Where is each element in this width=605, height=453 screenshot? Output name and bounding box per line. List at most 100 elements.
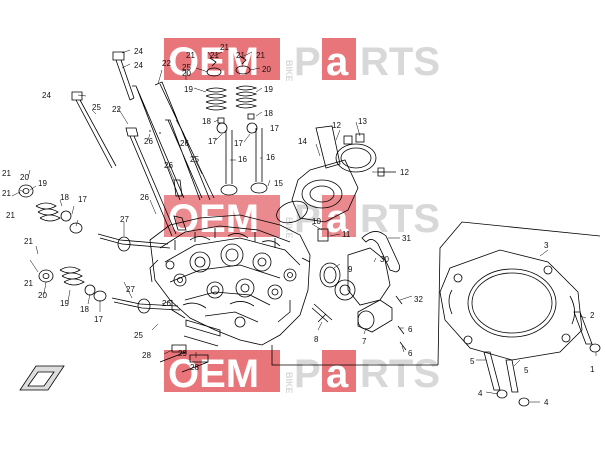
svg-text:OEM: OEM [168, 352, 259, 396]
callout-16: 16 [266, 153, 275, 162]
svg-text:BIKE: BIKE [284, 372, 294, 394]
watermark-bike-text: BIKE [284, 60, 294, 82]
callout-25: 25 [190, 155, 199, 164]
cylinder-gasket [439, 249, 583, 361]
nut-4b [518, 397, 530, 407]
callout-12: 12 [400, 168, 409, 177]
callout-23: 24 [134, 47, 143, 56]
callout-17: 17 [234, 139, 243, 148]
callout-12: 12 [332, 121, 341, 130]
callout-21: 21 [2, 169, 11, 178]
callout-48: 21 [236, 51, 245, 60]
callout-3: 3 [544, 241, 549, 250]
callout-23: 24 [42, 91, 51, 100]
callout-21: 21 [186, 51, 195, 60]
studs-26 [173, 179, 187, 231]
callout-20: 20 [38, 291, 47, 300]
callout-4: 4 [478, 389, 483, 398]
callout-21: 21 [6, 211, 15, 220]
callout-7: 7 [362, 337, 367, 346]
callout-4: 4 [544, 398, 549, 407]
callout-25: 25 [134, 331, 143, 340]
valve-stack-left-lower [38, 266, 107, 302]
part-25 [183, 319, 221, 347]
valve-seals-top [216, 113, 258, 134]
callout-30: 30 [380, 255, 389, 264]
callout-labels: 24 24 22 24 25 22 25 26 26 21 21 21 21 2… [2, 43, 595, 407]
svg-text:RTS: RTS [360, 197, 440, 241]
callout-20: 20 [262, 65, 271, 74]
callout-6: 6 [408, 325, 413, 334]
hose-31 [361, 231, 400, 273]
part-11 [317, 228, 329, 242]
callout-19: 19 [264, 85, 273, 94]
callout-9: 9 [348, 265, 353, 274]
valve-pair [220, 128, 268, 196]
callout-28: 28 [142, 351, 151, 360]
callout-21: 21 [24, 237, 33, 246]
svg-text:a: a [326, 352, 349, 396]
hose-clamp [335, 133, 377, 173]
watermark-top: OEM BIKE P a RTS [164, 38, 440, 84]
callout-5: 5 [524, 366, 529, 375]
callout-25: 26 [162, 299, 171, 308]
dowels [159, 344, 209, 373]
callout-24: 25 [92, 103, 101, 112]
assembly-bracket-right [437, 221, 601, 366]
callout-26: 26 [140, 193, 149, 202]
thermostat-housing [319, 247, 391, 306]
callout-24: 24 [134, 61, 143, 70]
stud-2 [573, 311, 601, 353]
svg-text:OEM: OEM [168, 197, 259, 241]
callout-17: 17 [270, 124, 279, 133]
callout-8: 8 [314, 335, 319, 344]
callout-21: 21 [210, 51, 219, 60]
callout-20: 20 [182, 69, 191, 78]
callout-14: 14 [298, 137, 307, 146]
dowels-5 [483, 351, 519, 393]
svg-text:a: a [326, 197, 349, 241]
callout-19: 19 [38, 179, 47, 188]
callout-17: 17 [94, 315, 103, 324]
watermark-middle: OEM BIKE P a RTS [164, 195, 440, 241]
callout-21: 21 [2, 189, 11, 198]
callout-24: 25 [182, 63, 191, 72]
callout-24: 26 [180, 139, 189, 148]
watermark-p-text: P [294, 40, 321, 84]
callout-13: 13 [358, 117, 367, 126]
callout-6: 6 [408, 349, 413, 358]
callout-17: 17 [78, 195, 87, 204]
temp-sensor [311, 303, 333, 323]
intake-gasket [276, 200, 308, 224]
callout-28: 28 [190, 363, 199, 372]
rocker-shafts [97, 233, 181, 314]
watermark-bottom: OEM BIKE P a RTS [164, 350, 440, 396]
watermark-rts-text: RTS [360, 40, 440, 84]
callout-17: 17 [208, 137, 217, 146]
callout-26: 26 [164, 161, 173, 170]
callout-19: 19 [60, 299, 69, 308]
callout-31: 31 [402, 234, 411, 243]
callout-21: 21 [24, 279, 33, 288]
callout-11: 11 [342, 230, 351, 239]
direction-arrow-icon [19, 365, 65, 391]
cylinder-head [149, 214, 311, 346]
callout-27: 27 [120, 215, 129, 224]
assembly-bracket [271, 345, 438, 366]
callout-5: 5 [470, 357, 475, 366]
nut-4a [496, 389, 508, 399]
callout-22: 22 [112, 105, 121, 114]
intake-pipe [291, 125, 359, 223]
water-pipe [357, 299, 393, 333]
callout-16: 16 [238, 155, 247, 164]
callout-15: 15 [274, 179, 283, 188]
head-bolts [71, 51, 215, 237]
callout-22: 22 [162, 59, 171, 68]
callout-20: 20 [20, 173, 29, 182]
callout-32: 32 [414, 295, 423, 304]
callout-27: 27 [126, 285, 135, 294]
callout-24: 26 [144, 137, 153, 146]
callout-1: 1 [590, 365, 595, 374]
leader-lines [11, 49, 597, 403]
svg-text:BIKE: BIKE [284, 217, 294, 239]
